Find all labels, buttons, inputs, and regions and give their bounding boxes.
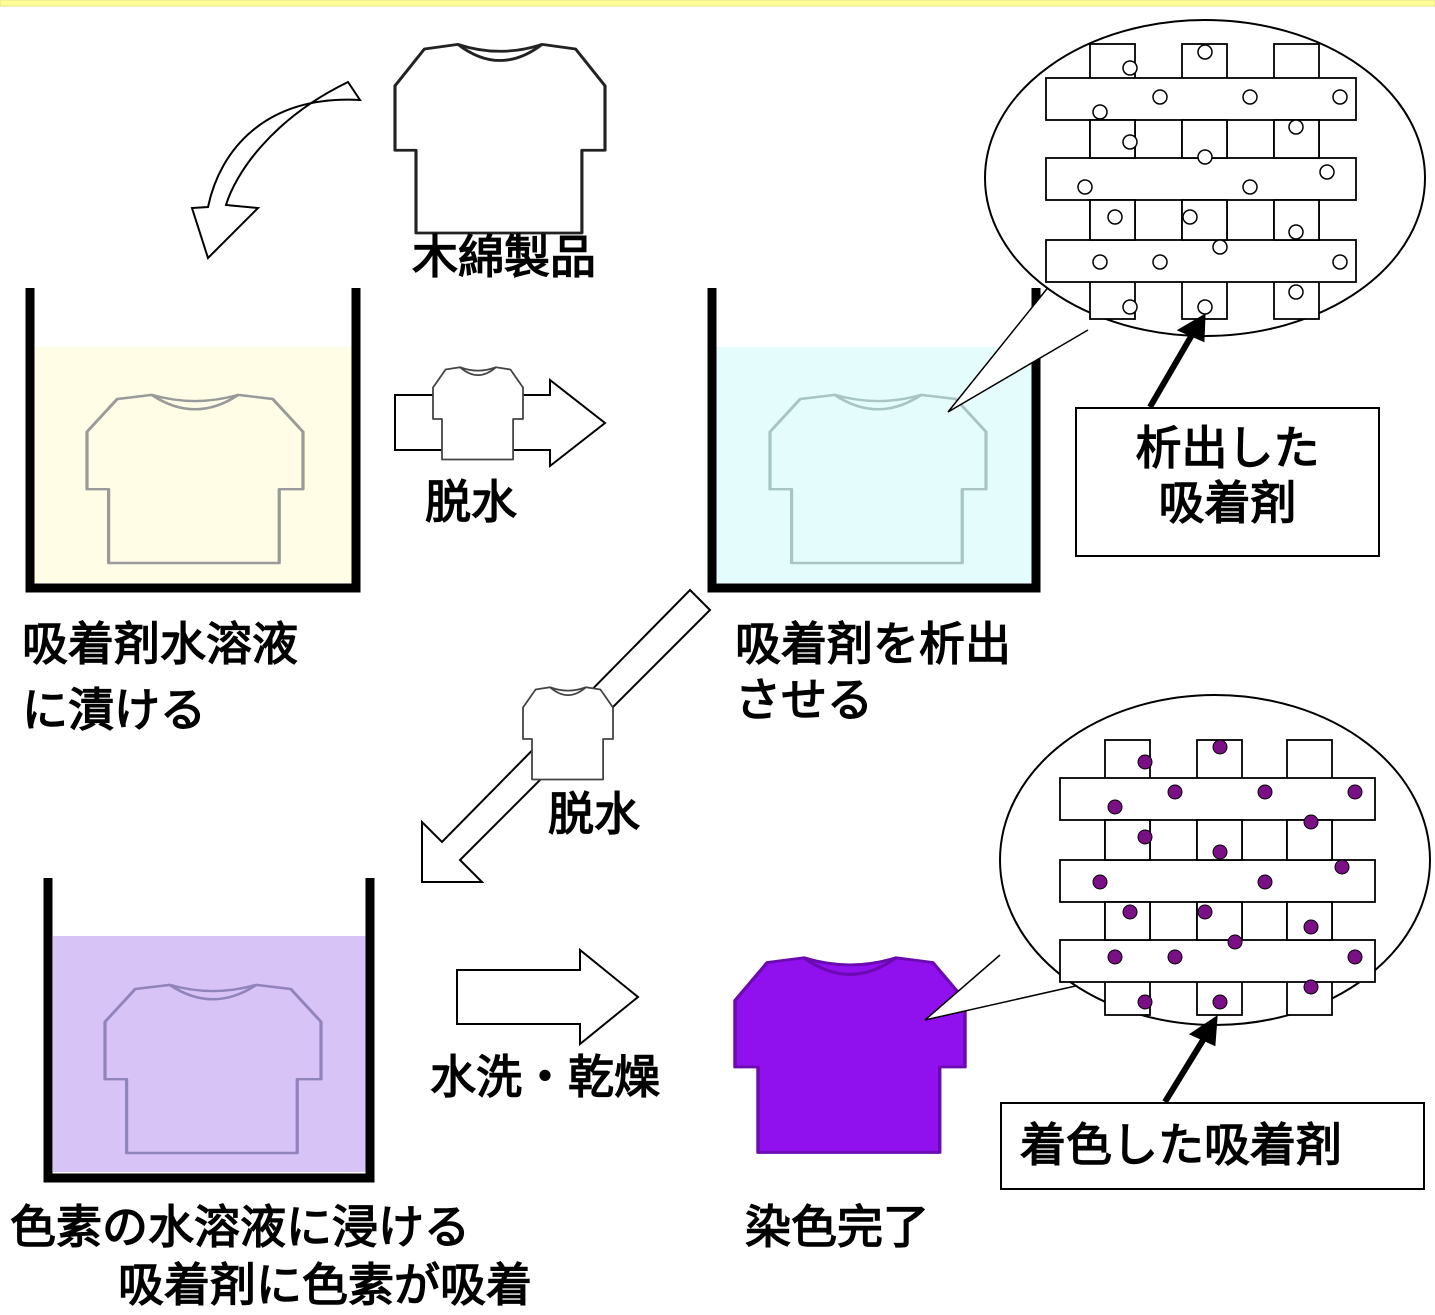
arrow-dehydrate-1 [394,366,607,469]
arrow-dehydrate-2 [421,588,712,883]
curved-arrow-icon [190,80,362,260]
callout-precipitated-line2: 吸着剤 [1158,476,1297,531]
label-step1-line1: 吸着剤水溶液 [22,617,298,671]
small-tshirt-icon-2 [522,686,614,781]
top-border [0,0,1435,7]
dyed-tshirt-icon [733,956,967,1155]
callout-colored-text: 着色した吸着剤 [1020,1118,1342,1172]
solution-3 [53,936,366,1172]
label-dehydrate-1: 脱水 [425,475,517,529]
cotton-tshirt-icon [393,42,607,235]
callout-precipitated-box: 析出した 吸着剤 [1075,407,1380,557]
callout-precipitated-line1: 析出した [1135,421,1320,475]
pointer-arrow-icon-2 [1162,1030,1211,1104]
label-dye-complete: 染色完了 [745,1200,929,1254]
label-step2-line2: させる [735,673,873,727]
label-step1-line2: に漬ける [22,683,206,737]
pointer-arrow-icon-1 [1147,326,1199,409]
callout-colored-box: 着色した吸着剤 [1000,1102,1425,1190]
label-step3-line2: 吸着剤に色素が吸着 [118,1258,532,1312]
label-step2-line1: 吸着剤を析出 [735,617,1011,671]
label-dehydrate-2: 脱水 [548,787,640,841]
label-step3-line1: 色素の水溶液に浸ける [10,1200,470,1254]
tank-3 [43,878,375,1183]
small-tshirt-icon-1 [432,366,524,461]
tank-2 [707,288,1041,593]
label-cotton-product: 木綿製品 [412,230,596,284]
label-wash-dry: 水洗・乾燥 [430,1050,660,1104]
zoom-bubble-colored [924,694,1431,1026]
arrow-wash-dry [456,947,640,1047]
zoom-bubble-precipitated [947,19,1426,413]
tank-1 [25,288,361,593]
